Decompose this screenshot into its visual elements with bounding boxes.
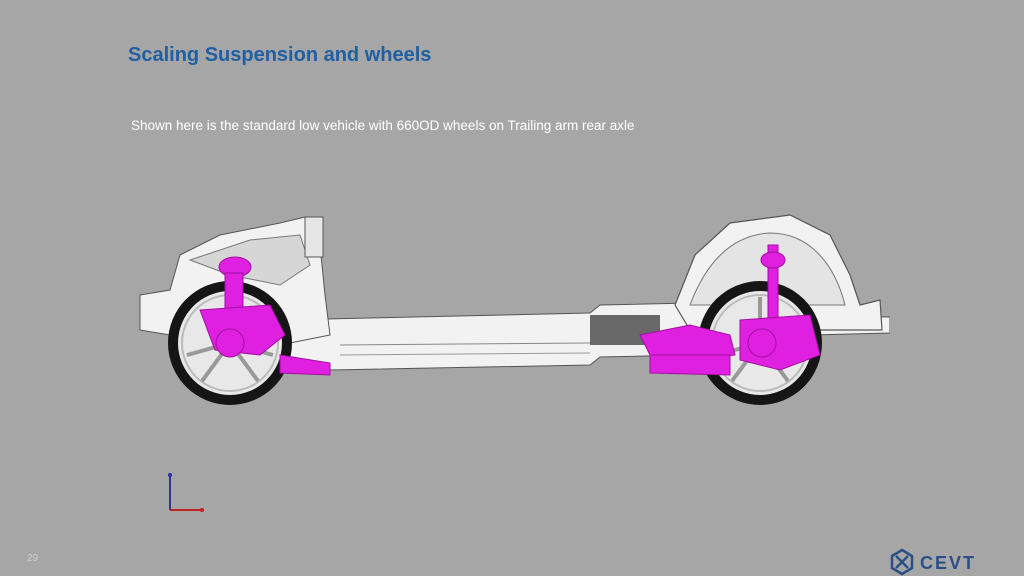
front-suspension [199,256,331,376]
cevt-logo: CEVT [890,548,976,576]
logo-text: CEVT [920,553,976,573]
page-number: 29 [27,553,39,564]
cevt-logo-icon [890,548,914,576]
slide-subtitle: Shown here is the standard low vehicle w… [131,118,635,133]
vehicle-chassis-illustration [139,214,890,405]
slide-title: Scaling Suspension and wheels [128,44,432,66]
axis-triad-icon [168,473,204,512]
rear-suspension [639,244,821,376]
